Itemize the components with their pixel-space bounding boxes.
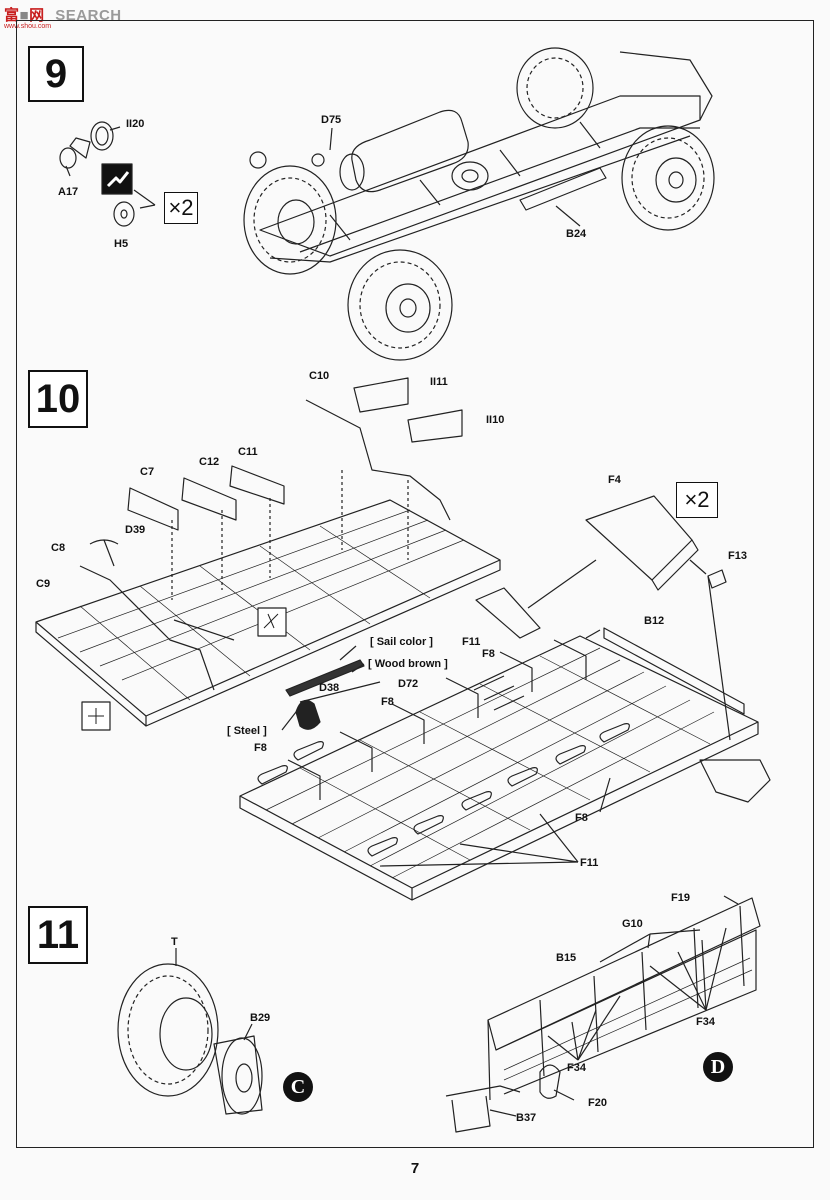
part-label-f34-left: F34 xyxy=(567,1062,586,1074)
part-label-c12: C12 xyxy=(199,456,220,468)
tire-wheel-illustration xyxy=(117,948,263,1115)
part-label-ii20: II20 xyxy=(126,118,145,130)
part-label-b29: B29 xyxy=(250,1012,271,1024)
watermark-url: www.shou.com xyxy=(4,23,52,30)
part-label-c9: C9 xyxy=(36,578,51,590)
page-number: 7 xyxy=(410,1160,420,1177)
part-label-ii10: II10 xyxy=(486,414,505,426)
part-label-f4: F4 xyxy=(608,474,621,486)
multiplier-box-step9: ×2 xyxy=(164,192,198,224)
part-label-c8: C8 xyxy=(51,542,66,554)
part-label-d38: D38 xyxy=(319,682,340,694)
part-label-f11-top: F11 xyxy=(462,636,481,648)
part-label-t: T xyxy=(171,936,178,948)
step-10-box: 10 xyxy=(28,370,88,428)
cargo-bed-stakes-illustration xyxy=(79,377,463,731)
paint-callout-steel: [ Steel ] xyxy=(227,725,267,737)
paint-callout-wood-brown: [ Wood brown ] xyxy=(368,658,448,670)
f4-mudflap-illustration xyxy=(475,495,771,803)
part-label-g10: G10 xyxy=(622,918,643,930)
step-9-box: 9 xyxy=(28,46,84,102)
cargo-bed-left-illustration xyxy=(35,499,501,727)
part-label-d75: D75 xyxy=(321,114,342,126)
part-label-b24: B24 xyxy=(566,228,587,240)
watermark: 富■网 SEARCH www.shou.com xyxy=(4,4,122,30)
part-label-a17: A17 xyxy=(58,186,79,198)
headlight-parts-illustration xyxy=(59,121,121,177)
multiplier-box-step10: ×2 xyxy=(676,482,718,518)
subassembly-badge-d: D xyxy=(703,1052,733,1082)
part-label-f8-mid: F8 xyxy=(381,696,394,708)
f13-hitch-illustration xyxy=(689,559,727,589)
part-label-f34-right: F34 xyxy=(696,1016,715,1028)
watermark-logo: 富■网 SEARCH xyxy=(4,7,122,24)
part-label-c7: C7 xyxy=(140,466,155,478)
side-panel-illustration xyxy=(445,895,761,1133)
paint-callout-sail-color: [ Sail color ] xyxy=(370,636,433,648)
part-label-ii11: II11 xyxy=(430,376,448,388)
part-label-f11-bottom: F11 xyxy=(580,857,599,869)
part-label-f20: F20 xyxy=(588,1097,607,1109)
part-label-d72: D72 xyxy=(398,678,419,690)
decal-part-illustration xyxy=(101,163,156,209)
part-label-d39: D39 xyxy=(125,524,146,536)
step-11-box: 11 xyxy=(28,906,88,964)
truck-chassis-illustration xyxy=(243,47,715,361)
part-label-f8-top: F8 xyxy=(482,648,495,660)
part-label-b37: B37 xyxy=(516,1112,537,1124)
part-label-f8-right: F8 xyxy=(575,812,588,824)
part-label-h5: H5 xyxy=(114,238,129,250)
page-frame xyxy=(16,20,814,1148)
part-label-b12: B12 xyxy=(644,615,665,627)
part-label-f19: F19 xyxy=(671,892,690,904)
subassembly-badge-c: C xyxy=(283,1072,313,1102)
cargo-bed-right-illustration xyxy=(239,635,759,901)
part-label-c10: C10 xyxy=(309,370,330,382)
part-label-f8-left: F8 xyxy=(254,742,267,754)
part-label-b15: B15 xyxy=(556,952,577,964)
b12-bar-illustration xyxy=(585,627,745,715)
part-label-c11: C11 xyxy=(238,446,258,458)
h5-disc-illustration xyxy=(113,201,135,227)
part-label-f13: F13 xyxy=(728,550,747,562)
